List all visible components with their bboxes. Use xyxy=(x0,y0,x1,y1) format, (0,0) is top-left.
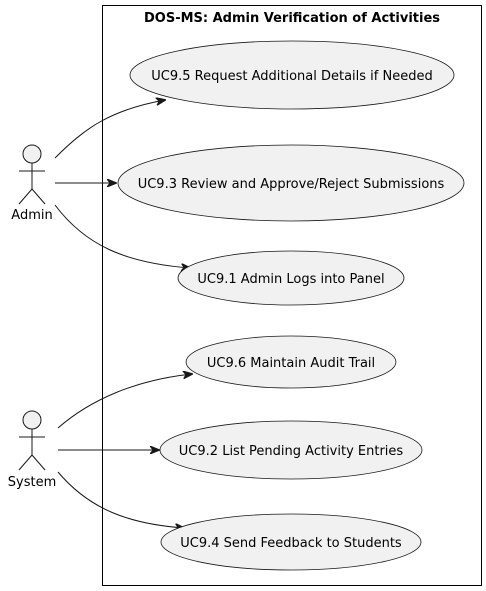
use-case-ellipse xyxy=(177,250,405,306)
use-case-uc96: UC9.6 Maintain Audit Trail xyxy=(185,335,397,389)
actor-admin: Admin xyxy=(11,144,53,223)
actor-head xyxy=(22,144,42,164)
use-case-label: UC9.2 List Pending Activity Entries xyxy=(179,444,404,459)
use-case-uc92: UC9.2 List Pending Activity Entries xyxy=(159,420,423,480)
actor-system: System xyxy=(8,410,56,490)
use-case-label: UC9.5 Request Additional Details if Need… xyxy=(151,69,432,84)
association-admin-uc95 xyxy=(54,100,165,159)
use-case-label: UC9.1 Admin Logs into Panel xyxy=(197,272,384,287)
association-system-uc94 xyxy=(57,471,184,528)
use-case-ellipse xyxy=(129,40,455,110)
use-case-ellipse xyxy=(185,335,397,389)
actor-right-leg xyxy=(31,454,46,471)
use-case-uc91: UC9.1 Admin Logs into Panel xyxy=(177,250,405,306)
actor-admin-label: Admin xyxy=(11,208,52,223)
use-case-label: UC9.3 Review and Approve/Reject Submissi… xyxy=(138,177,445,192)
actor-right-leg xyxy=(31,188,46,205)
system-title: DOS-MS: Admin Verification of Activities xyxy=(144,11,440,26)
use-case-ellipse xyxy=(160,513,422,571)
use-case-ellipse xyxy=(117,144,465,222)
system-boundary: DOS-MS: Admin Verification of Activities xyxy=(102,5,482,586)
use-case-label: UC9.6 Maintain Audit Trail xyxy=(207,356,375,371)
associations xyxy=(54,100,192,528)
actor-left-leg xyxy=(18,188,33,205)
use-case-ellipse xyxy=(159,420,423,480)
system-frame xyxy=(102,5,482,586)
use-case-uc93: UC9.3 Review and Approve/Reject Submissi… xyxy=(117,144,465,222)
actor-head xyxy=(22,410,42,430)
actor-system-label: System xyxy=(8,475,56,490)
association-system-uc96 xyxy=(57,374,192,429)
use-case-uc95: UC9.5 Request Additional Details if Need… xyxy=(129,40,455,110)
actor-left-leg xyxy=(18,454,33,471)
use-case-uc94: UC9.4 Send Feedback to Students xyxy=(160,513,422,571)
association-admin-uc91 xyxy=(54,204,190,268)
use-case-label: UC9.4 Send Feedback to Students xyxy=(180,536,402,551)
